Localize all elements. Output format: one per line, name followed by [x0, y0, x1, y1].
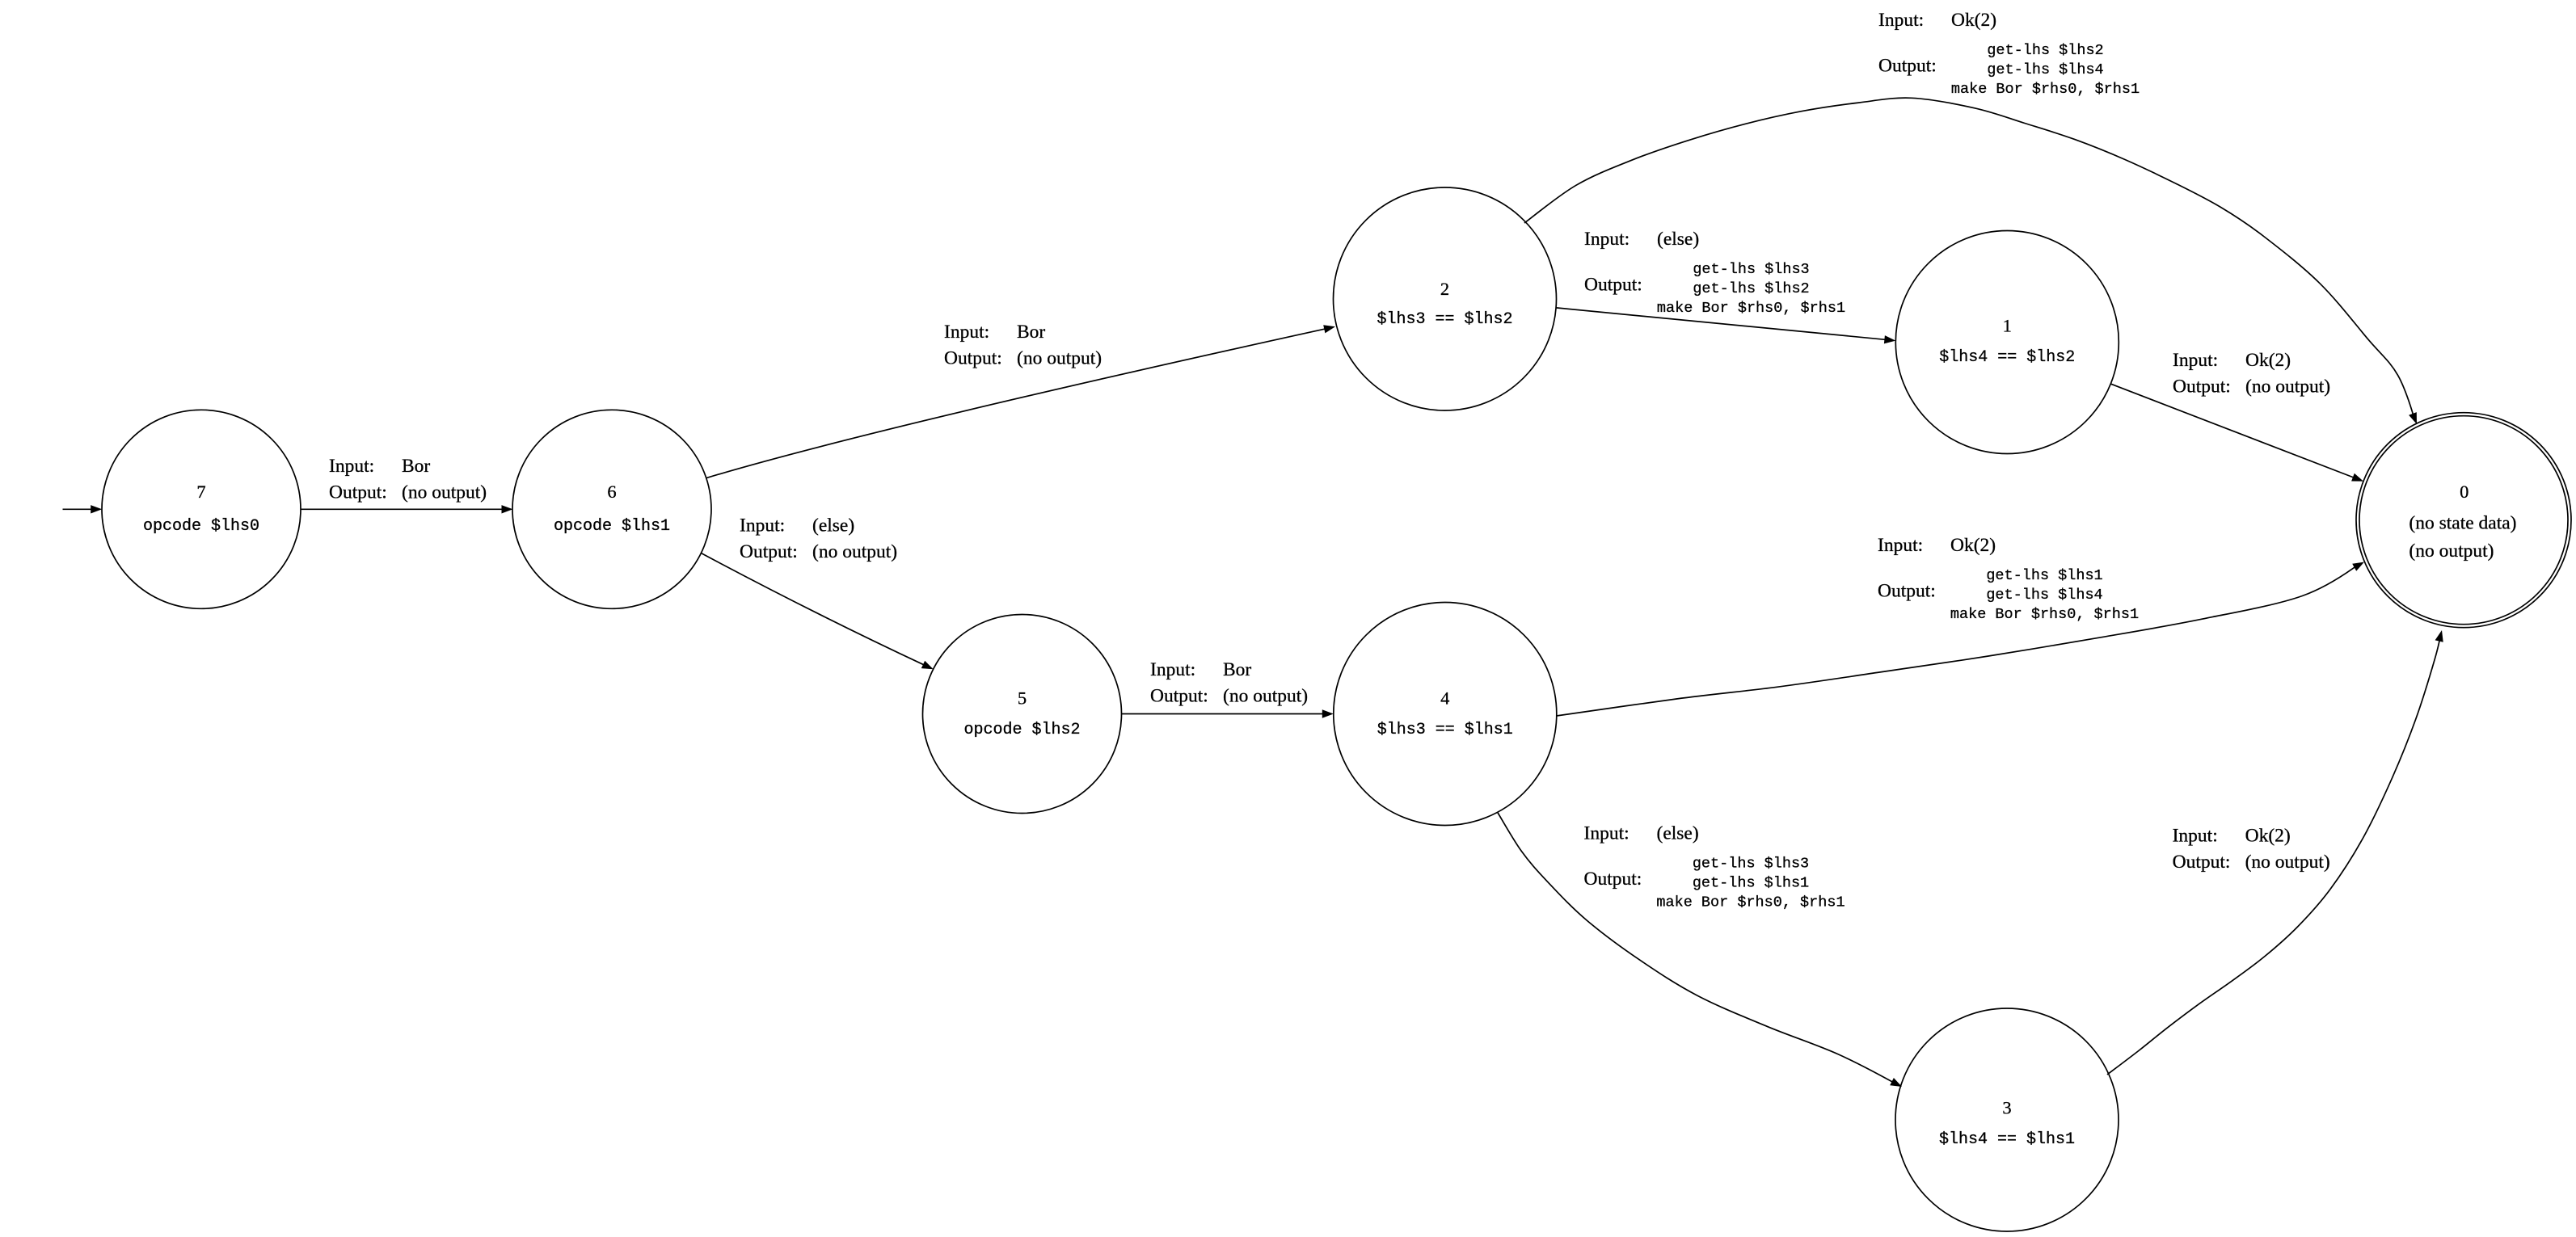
svg-text:(else): (else) — [812, 515, 854, 536]
svg-text:$lhs3 == $lhs2: $lhs3 == $lhs2 — [1377, 310, 1512, 329]
svg-text:make Bor $rhs0, $rhs1: make Bor $rhs0, $rhs1 — [1951, 81, 2140, 98]
svg-text:Output:: Output: — [1878, 581, 1936, 602]
svg-text:Ok(2): Ok(2) — [2245, 825, 2291, 846]
svg-text:Input:: Input: — [2173, 350, 2218, 371]
svg-text:opcode $lhs2: opcode $lhs2 — [963, 721, 1080, 739]
svg-text:$lhs4 == $lhs2: $lhs4 == $lhs2 — [1939, 348, 2075, 367]
svg-text:3: 3 — [2002, 1098, 2011, 1118]
svg-text:Output:: Output: — [2173, 852, 2231, 873]
svg-text:Output:: Output: — [2173, 377, 2231, 398]
svg-text:Input:: Input: — [1584, 823, 1629, 844]
svg-text:Output:: Output: — [1150, 686, 1208, 707]
svg-text:Bor: Bor — [402, 456, 430, 477]
svg-text:$lhs3 == $lhs1: $lhs3 == $lhs1 — [1377, 721, 1513, 739]
svg-text:(no output): (no output) — [402, 482, 487, 503]
svg-text:(no output): (no output) — [812, 541, 897, 562]
svg-text:get-lhs $lhs2: get-lhs $lhs2 — [1987, 42, 2103, 59]
svg-text:Input:: Input: — [944, 322, 989, 343]
svg-text:Output:: Output: — [1584, 869, 1642, 890]
svg-text:Ok(2): Ok(2) — [1951, 10, 1996, 31]
svg-text:5: 5 — [1018, 688, 1027, 709]
svg-text:Input:: Input: — [740, 515, 785, 536]
svg-text:Output:: Output: — [944, 348, 1002, 369]
svg-text:(no output): (no output) — [2245, 377, 2330, 398]
svg-text:get-lhs $lhs3: get-lhs $lhs3 — [1693, 856, 1809, 873]
svg-text:2: 2 — [1440, 279, 1449, 299]
svg-text:6: 6 — [607, 482, 616, 502]
svg-text:Input:: Input: — [2173, 825, 2218, 846]
svg-text:Output:: Output: — [1584, 275, 1642, 296]
svg-text:get-lhs $lhs4: get-lhs $lhs4 — [1987, 61, 2103, 78]
svg-text:4: 4 — [1440, 688, 1449, 709]
svg-text:1: 1 — [2003, 316, 2012, 336]
svg-text:(no output): (no output) — [2409, 541, 2494, 562]
svg-text:Ok(2): Ok(2) — [1950, 535, 1996, 556]
svg-text:get-lhs $lhs1: get-lhs $lhs1 — [1986, 567, 2102, 584]
svg-text:Input:: Input: — [1878, 10, 1924, 31]
svg-text:7: 7 — [196, 482, 205, 502]
svg-text:(else): (else) — [1657, 823, 1699, 844]
svg-text:Output:: Output: — [329, 482, 387, 503]
svg-text:make Bor $rhs0, $rhs1: make Bor $rhs0, $rhs1 — [1656, 894, 1845, 911]
svg-text:Ok(2): Ok(2) — [2245, 350, 2291, 371]
svg-text:opcode $lhs0: opcode $lhs0 — [143, 517, 259, 536]
svg-text:Bor: Bor — [1223, 659, 1251, 680]
svg-text:Input:: Input: — [1150, 659, 1195, 680]
svg-text:get-lhs $lhs4: get-lhs $lhs4 — [1986, 587, 2102, 604]
svg-text:(else): (else) — [1657, 229, 1699, 250]
svg-text:get-lhs $lhs1: get-lhs $lhs1 — [1693, 875, 1809, 892]
svg-text:Input:: Input: — [1878, 535, 1923, 556]
svg-text:Input:: Input: — [1584, 229, 1629, 250]
svg-text:(no output): (no output) — [2245, 852, 2330, 873]
svg-text:get-lhs $lhs3: get-lhs $lhs3 — [1693, 261, 1809, 278]
svg-text:$lhs4 == $lhs1: $lhs4 == $lhs1 — [1939, 1130, 2075, 1149]
svg-text:Output:: Output: — [1878, 56, 1937, 77]
svg-text:Output:: Output: — [740, 541, 798, 562]
svg-text:0: 0 — [2460, 482, 2468, 502]
svg-text:make Bor $rhs0, $rhs1: make Bor $rhs0, $rhs1 — [1950, 606, 2139, 623]
svg-text:get-lhs $lhs2: get-lhs $lhs2 — [1693, 280, 1809, 297]
svg-text:Bor: Bor — [1017, 322, 1045, 343]
svg-text:(no output): (no output) — [1223, 686, 1308, 707]
svg-text:(no output): (no output) — [1017, 348, 1102, 369]
svg-text:make Bor $rhs0, $rhs1: make Bor $rhs0, $rhs1 — [1657, 300, 1845, 317]
svg-text:Input:: Input: — [329, 456, 374, 477]
svg-text:(no state data): (no state data) — [2409, 512, 2516, 533]
svg-text:opcode $lhs1: opcode $lhs1 — [554, 517, 670, 536]
